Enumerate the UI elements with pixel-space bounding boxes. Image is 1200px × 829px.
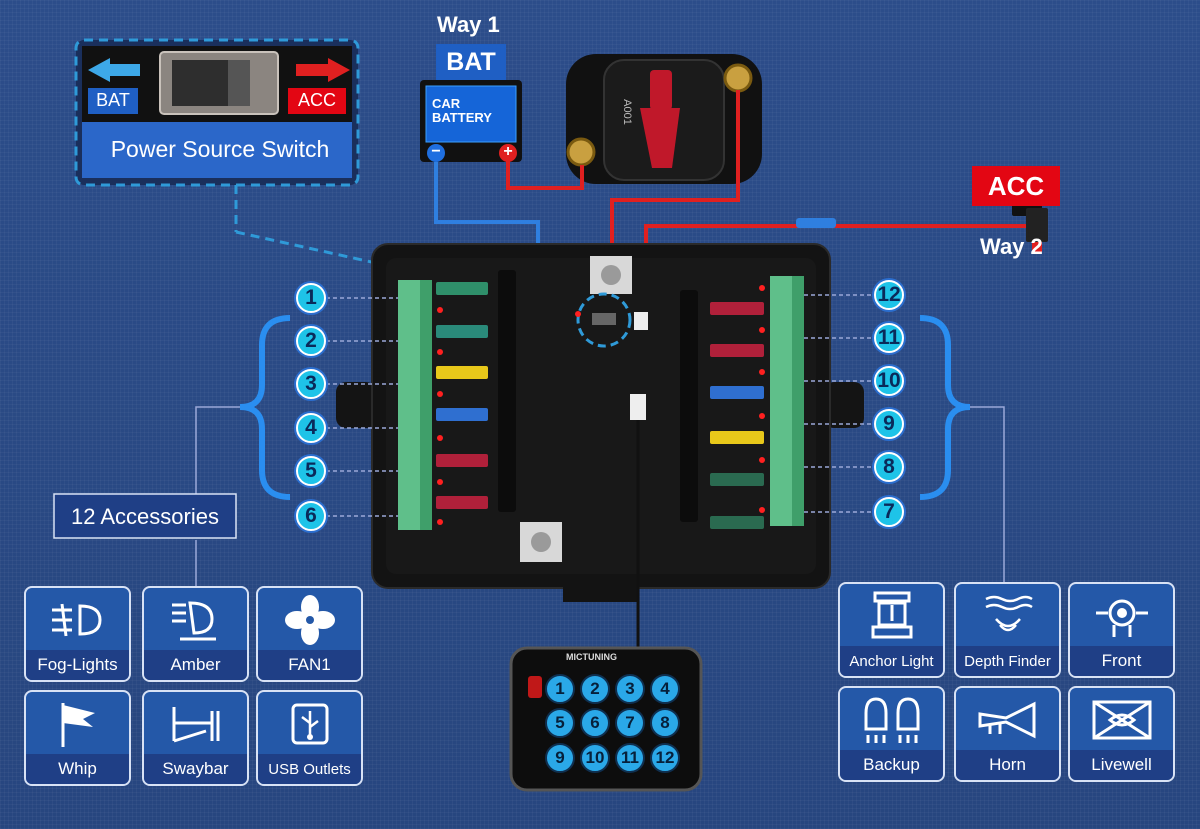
accessory-card-livewell: Livewell	[1068, 686, 1175, 782]
accessory-name: Backup	[840, 750, 943, 780]
positive-terminal-icon	[499, 144, 517, 162]
bat-tag: BAT	[446, 48, 496, 76]
accessory-name: FAN1	[258, 650, 361, 680]
fan-icon	[284, 595, 335, 645]
negative-sign: −	[431, 143, 441, 160]
way1-title: Way 1	[437, 12, 500, 37]
keypad-button[interactable]: 11	[615, 743, 645, 773]
accessory-card-backup: Backup	[838, 686, 945, 782]
circuit-number: 9	[874, 409, 904, 439]
accessory-name: Horn	[956, 750, 1059, 780]
circuit-number: 6	[296, 501, 326, 531]
accessory-name: Depth Finder	[956, 646, 1059, 676]
keypad-button[interactable]: 3	[615, 674, 645, 704]
keypad-button[interactable]: 5	[545, 708, 575, 738]
positive-sign: +	[503, 143, 513, 160]
keypad-button[interactable]: 12	[650, 743, 680, 773]
circuit-number: 11	[874, 323, 904, 353]
fuse-box	[336, 243, 864, 602]
accessory-name: Amber	[144, 650, 247, 680]
circuit-number: 7	[874, 497, 904, 527]
way2-title: Way 2	[980, 234, 1043, 259]
accessory-name: Front	[1070, 646, 1173, 676]
negative-terminal-icon	[427, 144, 445, 162]
circuit-breaker	[566, 54, 762, 184]
battery-label-line2: BATTERY	[432, 110, 492, 125]
amber-light-icon	[171, 601, 216, 641]
circuit-number: 3	[296, 369, 326, 399]
accessory-card-fog-lights: Fog-Lights	[24, 586, 131, 682]
front-light-icon	[1095, 599, 1148, 637]
circuit-number: 2	[296, 326, 326, 356]
keypad-button[interactable]: 7	[615, 708, 645, 738]
keypad-button[interactable]: 4	[650, 674, 680, 704]
circuit-number: 4	[296, 413, 326, 443]
keypad-button[interactable]: 6	[580, 708, 610, 738]
accessory-card-depth-finder: Depth Finder	[954, 582, 1061, 678]
livewell-icon	[1092, 700, 1151, 740]
usb-icon	[291, 703, 328, 745]
accessory-name: USB Outlets	[258, 754, 361, 784]
accessory-card-amber: Amber	[142, 586, 249, 682]
accessory-card-swaybar: Swaybar	[142, 690, 249, 786]
switch-acc-label: ACC	[297, 90, 336, 110]
keypad-button[interactable]: 2	[580, 674, 610, 704]
accessory-card-horn: Horn	[954, 686, 1061, 782]
accessory-card-usb-outlets: USB Outlets	[256, 690, 363, 786]
accessory-card-anchor-light: Anchor Light	[838, 582, 945, 678]
accessory-name: Swaybar	[144, 754, 247, 784]
breaker-terminal-icon	[723, 63, 753, 93]
circuit-number: 1	[296, 283, 326, 313]
circuit-number: 5	[296, 456, 326, 486]
power-source-switch-panel	[74, 38, 360, 187]
keypad-button[interactable]: 1	[545, 674, 575, 704]
backup-light-icon	[864, 697, 919, 743]
acc-tag: ACC	[972, 166, 1060, 206]
anchor-light-icon	[871, 591, 912, 639]
accessory-name: Fog-Lights	[26, 650, 129, 680]
arrow-left-icon	[88, 58, 140, 82]
accessory-card-fan1: FAN1	[256, 586, 363, 682]
swaybar-icon	[172, 707, 219, 743]
keypad-button[interactable]: 9	[545, 743, 575, 773]
keypad-brand: MICTUNING	[566, 652, 617, 662]
depth-finder-icon	[984, 595, 1033, 632]
accessories-label: 12 Accessories	[71, 504, 219, 529]
accessory-name: Whip	[26, 754, 129, 784]
keypad-button[interactable]: 10	[580, 743, 610, 773]
arrow-right-icon	[296, 58, 350, 82]
switch-panel-title: Power Source Switch	[110, 136, 330, 162]
accessory-name: Anchor Light	[840, 646, 943, 676]
circuit-number: 8	[874, 452, 904, 482]
keypad-button[interactable]: 8	[650, 708, 680, 738]
breaker-rating: A001	[620, 99, 633, 125]
breaker-terminal-icon	[566, 137, 596, 167]
whip-flag-icon	[61, 703, 95, 747]
accessory-card-whip: Whip	[24, 690, 131, 786]
circuit-number: 12	[874, 280, 904, 310]
switch-bat-label: BAT	[96, 90, 130, 110]
fog-light-icon	[51, 603, 102, 637]
horn-icon	[978, 701, 1035, 739]
car-battery	[420, 44, 522, 162]
accessory-card-front: Front	[1068, 582, 1175, 678]
battery-label-line1: CAR	[432, 96, 461, 111]
accessory-name: Livewell	[1070, 750, 1173, 780]
circuit-number: 10	[874, 366, 904, 396]
